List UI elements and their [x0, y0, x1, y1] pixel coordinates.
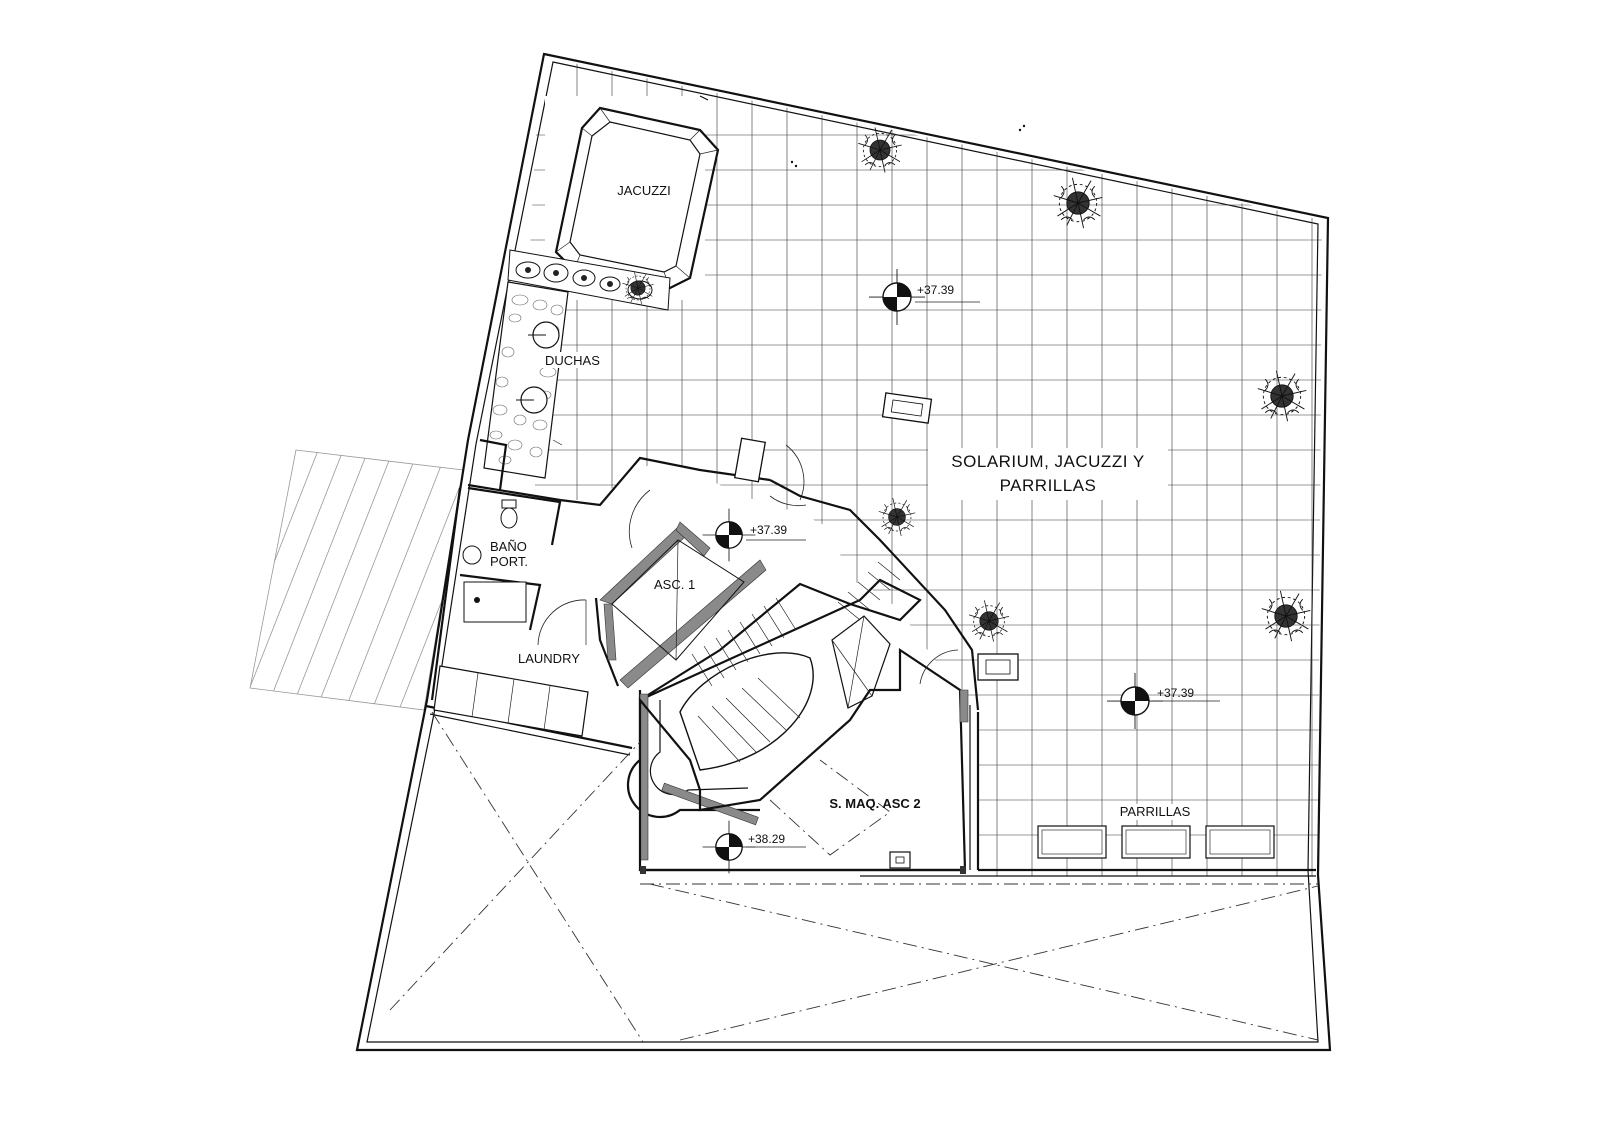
- stairs: [626, 561, 922, 861]
- smaq-label: S. MAQ. ASC 2: [829, 796, 920, 811]
- jacuzzi-label: JACUZZI: [617, 183, 670, 198]
- laundry-counter: [433, 665, 589, 737]
- lower-roof-dash-lines: [389, 711, 1319, 1043]
- parrillas-label: PARRILLAS: [1120, 804, 1191, 819]
- plant-icon: [1261, 590, 1311, 642]
- plant-icon: [878, 497, 916, 537]
- laundry: LAUNDRY: [425, 597, 633, 756]
- elevator-1: ASC. 1: [599, 521, 767, 689]
- terrace-dots: [790, 124, 1026, 168]
- sink-icon: [462, 545, 482, 565]
- level-marker-icon: [701, 507, 757, 563]
- toilet-icon: [500, 499, 518, 529]
- solarium-title-line2: PARRILLAS: [1000, 476, 1097, 495]
- shower-icon: [516, 386, 548, 414]
- planter-strip: [507, 249, 671, 311]
- level-machine-room: +38.29: [748, 832, 785, 846]
- shower-icon: [528, 321, 560, 349]
- solarium-title: SOLARIUM, JACUZZI Y PARRILLAS: [928, 448, 1168, 500]
- plant-icon: [1053, 177, 1103, 229]
- level-solarium-right: +37.39: [1157, 686, 1194, 700]
- hall: [628, 437, 980, 711]
- solarium-title-line1: SOLARIUM, JACUZZI Y: [951, 452, 1144, 471]
- level-markers: +37.39 +37.39 +37.39 +38.29: [701, 268, 1220, 875]
- bano-port-label: PORT.: [490, 554, 528, 569]
- plant-icon: [968, 599, 1010, 643]
- plant-icon: [1257, 370, 1307, 422]
- laundry-label: LAUNDRY: [518, 651, 580, 666]
- level-solarium-top: +37.39: [917, 283, 954, 297]
- bath-upper-walls: [467, 438, 771, 507]
- parrillas-grills: PARRILLAS: [1037, 804, 1275, 859]
- level-marker-icon: [868, 268, 926, 326]
- bano-portero: BAÑO PORT.: [430, 486, 562, 701]
- asc1-label: ASC. 1: [654, 577, 695, 592]
- terrace-edges: [860, 392, 1316, 877]
- jacuzzi: JACUZZI: [545, 95, 720, 300]
- bano-label: BAÑO: [490, 539, 527, 554]
- machine-room-asc2: S. MAQ. ASC 2: [638, 615, 969, 874]
- duchas-area: DUCHAS: [483, 281, 600, 479]
- duchas-label: DUCHAS: [545, 353, 600, 368]
- level-hall: +37.39: [750, 523, 787, 537]
- shower-icon: [463, 581, 527, 623]
